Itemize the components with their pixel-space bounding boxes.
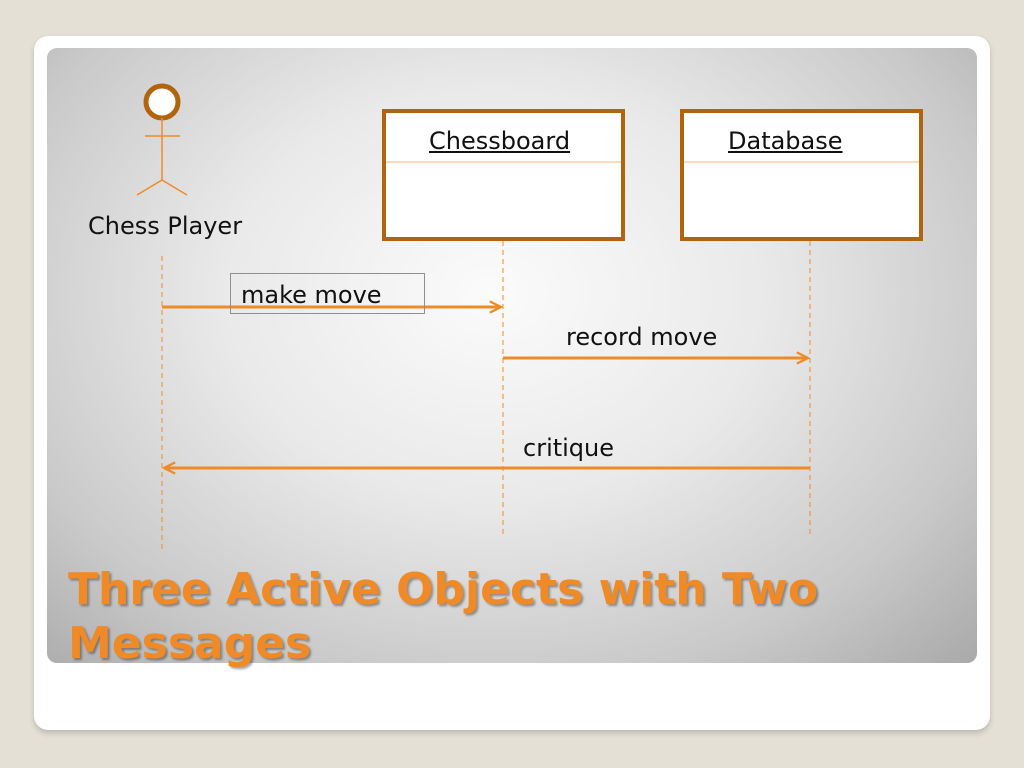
object-title-chessboard: Chessboard bbox=[429, 127, 571, 155]
slide-title: Three Active Objects with Two Messages bbox=[68, 564, 819, 669]
message-label-make-move: make move bbox=[241, 281, 382, 309]
object-box-chessboard bbox=[382, 109, 625, 241]
actor-label: Chess Player bbox=[88, 212, 243, 240]
message-label-record-move: record move bbox=[566, 323, 718, 351]
message-label-critique: critique bbox=[523, 434, 615, 462]
object-title-database: Database bbox=[728, 127, 843, 155]
actor-figure-icon bbox=[136, 83, 188, 196]
object-box-database bbox=[680, 109, 923, 241]
message-label-box bbox=[230, 273, 425, 314]
